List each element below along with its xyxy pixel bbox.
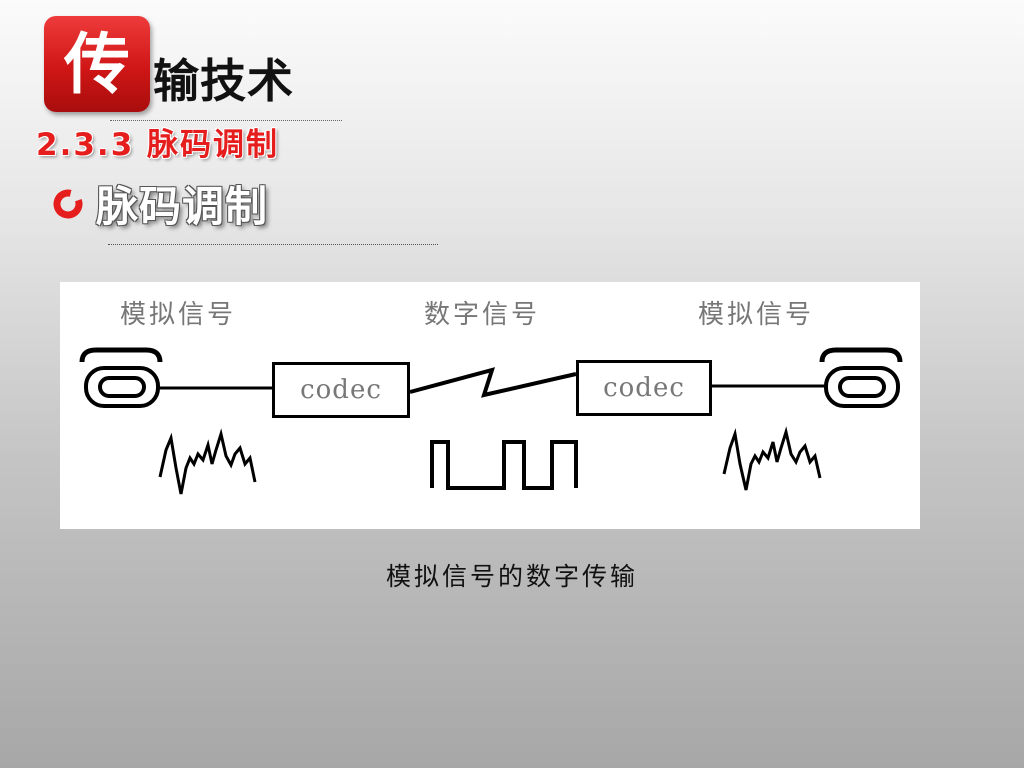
page-heading: 脉码调制 <box>96 182 269 231</box>
analog-wave-icon <box>158 428 257 495</box>
codec-left: codec <box>272 362 410 418</box>
figure-caption: 模拟信号的数字传输 <box>385 562 638 591</box>
digital-link <box>409 367 577 398</box>
logo-char: 传 <box>64 25 130 103</box>
heading-divider <box>108 244 438 245</box>
title-divider <box>110 120 342 121</box>
telephone-icon <box>819 347 903 408</box>
analog-wave-icon <box>722 426 822 491</box>
label-analog-left: 模拟信号 <box>120 300 237 330</box>
logo-badge: 传 <box>44 16 150 112</box>
section-title: 2.3.3 脉码调制 <box>36 127 280 163</box>
codec-right: codec <box>576 360 712 416</box>
label-analog-right: 模拟信号 <box>698 300 815 330</box>
diagram-canvas <box>79 347 903 495</box>
label-digital: 数字信号 <box>424 300 541 330</box>
pcm-diagram: 模拟信号 数字信号 模拟信号 codec codec <box>60 282 920 529</box>
logo-title: 输技术 <box>153 54 294 108</box>
square-wave-icon <box>430 440 578 490</box>
telephone-icon <box>79 347 163 408</box>
ring-bullet-icon <box>53 189 83 219</box>
